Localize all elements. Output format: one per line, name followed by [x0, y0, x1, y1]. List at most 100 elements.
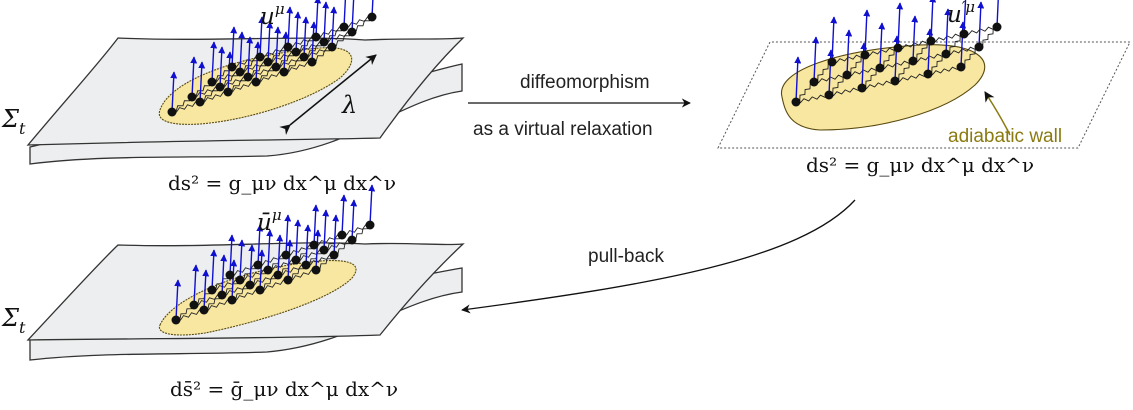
wall-pointer	[984, 91, 1011, 136]
velocity-arrow	[276, 234, 284, 276]
panel-top-right: adiabatic wall u′μ ds² = g_μν dx^μ dx^ν	[717, 0, 1131, 177]
particle-node	[263, 57, 273, 67]
particle-node	[347, 27, 357, 37]
spring	[315, 26, 345, 38]
velocity-arrow	[340, 194, 348, 236]
panel-bottom-left: Σt ūμ ds̄² = ḡ_μν dx^μ dx^ν	[1, 184, 465, 401]
velocity-arrow	[830, 16, 838, 63]
particle-node	[791, 97, 801, 107]
velocity-arrow	[294, 11, 302, 53]
particle-node	[279, 67, 289, 77]
particle-node	[291, 47, 301, 57]
velocity-arrow	[371, 0, 374, 18]
blob-shape	[158, 260, 357, 336]
velocity-arrow	[878, 22, 886, 69]
velocity-arrow	[284, 214, 292, 256]
velocity-arrow	[210, 249, 218, 291]
velocity-arrow	[246, 36, 254, 78]
velocity-arrow	[996, 0, 999, 28]
lattice-bottom-left	[171, 184, 376, 325]
velocity-arrow	[322, 1, 330, 43]
velocity-arrow	[248, 244, 256, 286]
particle-node	[291, 255, 301, 265]
spring	[239, 269, 269, 281]
sigma-label: Σt	[1, 105, 26, 138]
velocity-arrow	[368, 184, 376, 226]
spring	[239, 61, 269, 73]
velocity-arrow	[314, 0, 322, 38]
particle-node	[235, 67, 245, 77]
velocity-arrow	[218, 46, 226, 88]
spring	[927, 65, 962, 76]
velocity-arrow	[896, 2, 904, 49]
velocity-arrow	[330, 6, 338, 48]
diffeomorphism-arrow: diffeomorphism as a virtual relaxation	[468, 72, 691, 140]
spring	[341, 224, 371, 236]
velocity-arrow	[860, 42, 868, 89]
spring	[227, 81, 257, 93]
velocity-arrow	[963, 0, 967, 35]
spring	[795, 93, 830, 104]
particle-node	[319, 245, 329, 255]
velocity-arrow	[230, 259, 238, 301]
particle-node	[243, 72, 253, 82]
velocity-arrow	[254, 41, 262, 83]
velocity-arrow	[202, 269, 210, 311]
metric-label: ds² = g_μν dx^μ dx^ν	[168, 171, 396, 195]
spring	[257, 254, 287, 266]
spring	[211, 71, 241, 83]
spring	[171, 101, 201, 113]
velocity-arrow	[812, 36, 820, 83]
particle-node	[301, 260, 311, 270]
velocity-arrow	[220, 254, 228, 296]
particle-node	[167, 107, 177, 117]
particle-node	[251, 77, 261, 87]
velocity-arrow	[351, 0, 355, 33]
particle-node	[283, 275, 293, 285]
velocity-arrow	[926, 28, 934, 75]
particle-node	[367, 12, 377, 22]
particle-node	[271, 62, 281, 72]
velocity-arrow	[230, 26, 238, 68]
particle-node	[974, 42, 984, 52]
particle-node	[299, 52, 309, 62]
velocity-arrow	[238, 239, 246, 281]
blob-shape	[781, 44, 986, 131]
velocity-arrow	[322, 209, 330, 251]
velocity-arrow	[304, 224, 312, 266]
velocity-arrow	[350, 199, 358, 241]
velocity-arrow	[228, 234, 236, 276]
spring	[287, 269, 317, 281]
velocity-arrow	[286, 6, 294, 48]
velocity-arrow	[258, 249, 266, 291]
spring	[259, 46, 289, 58]
particle-node	[253, 260, 263, 270]
virtual-relaxation-label: as a virtual relaxation	[473, 119, 653, 140]
particle-node	[255, 285, 265, 295]
particle-node	[207, 285, 217, 295]
velocity-arrow	[192, 264, 200, 306]
particle-node	[923, 69, 933, 79]
particle-node	[283, 42, 293, 52]
particle-node	[223, 87, 233, 97]
spring	[861, 79, 896, 90]
particle-node	[199, 305, 209, 315]
spring	[277, 264, 307, 276]
velocity-arrow	[198, 61, 206, 103]
velocity-arrow	[294, 219, 302, 261]
particle-node	[842, 70, 852, 80]
particle-node	[926, 36, 936, 46]
particle-node	[189, 300, 199, 310]
adiabatic-wall-label: adiabatic wall	[948, 126, 1062, 147]
metric-label-right: ds² = g_μν dx^μ dx^ν	[806, 153, 1034, 177]
particle-node	[225, 270, 235, 280]
spring	[229, 264, 259, 276]
particle-node	[263, 265, 273, 275]
panel-top-left: λ Σt uμ ds² = g_μν dx^μ dx^ν	[1, 0, 465, 195]
particle-node	[827, 57, 837, 67]
spring	[828, 86, 863, 97]
sigma-label: Σt	[1, 304, 26, 337]
spring	[313, 234, 343, 246]
velocity-arrow	[863, 9, 871, 56]
particle-node	[207, 77, 217, 87]
